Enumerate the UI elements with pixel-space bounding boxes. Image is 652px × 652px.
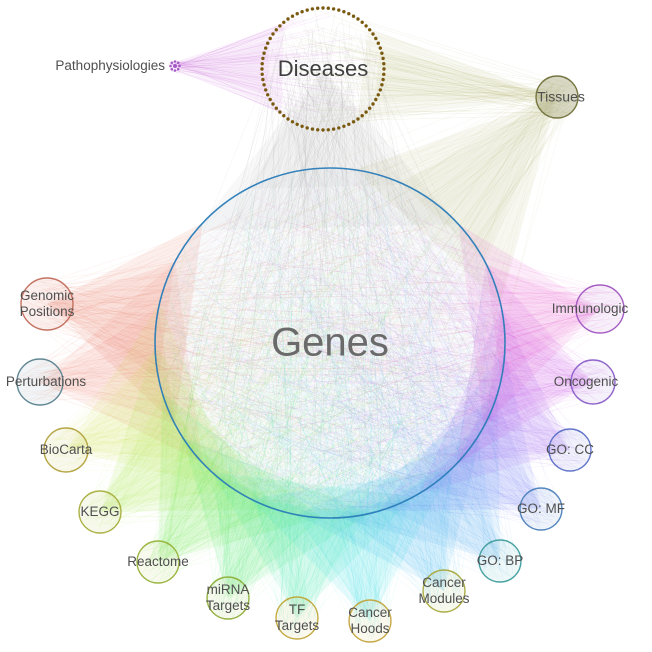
edge-fibers-genes-go-mf — [161, 179, 561, 529]
node-label-pathophysiologies[interactable]: Pathophysiologies — [55, 58, 165, 74]
node-circle-diseases[interactable] — [260, 6, 386, 132]
node-circle-genomic-positions[interactable] — [20, 277, 74, 331]
node-label-genes[interactable]: Genes — [271, 320, 389, 365]
edge-wash-genes-go-mf — [379, 351, 541, 511]
edge-wash-genes-tf-targets — [252, 499, 369, 618]
node-label-diseases[interactable]: Diseases — [277, 56, 369, 82]
node-label-kegg[interactable]: KEGG — [80, 504, 120, 520]
node-circle-cancer-hoods[interactable] — [348, 599, 392, 643]
edge-fibers-genes-genomic-positions — [23, 188, 484, 518]
edge-wash-diseases-pathophysiologies — [175, 40, 270, 96]
edge-wash-genes-diseases — [247, 69, 405, 189]
node-label-go-mf[interactable]: GO: MF — [517, 501, 565, 517]
node-circle-reactome[interactable] — [136, 540, 180, 584]
edge-fibers-genes-perturbations — [18, 174, 497, 510]
edge-wash-genes-cancer-hoods — [249, 469, 451, 621]
edge-wash-genes-cancer-hoods — [295, 497, 412, 621]
node-circle-genes[interactable] — [154, 167, 506, 519]
node-circle-go-cc[interactable] — [548, 428, 592, 472]
node-label-cancer-hoods[interactable]: Cancer Hoods — [348, 605, 392, 636]
node-circle-cancer-modules[interactable] — [422, 569, 466, 613]
edge-wash-genes-cancer-modules — [297, 429, 482, 591]
edge-wash-genes-perturbations — [40, 307, 175, 423]
edge-fibers-genes-biocarta — [44, 174, 503, 512]
edge-fibers-genes-diseases — [162, 9, 503, 513]
node-label-go-cc[interactable]: GO: CC — [545, 442, 595, 458]
node-circle-tf-targets[interactable] — [275, 596, 319, 640]
edge-wash-genes-go-cc — [456, 356, 570, 464]
edge-wash-genes-go-bp — [385, 437, 500, 561]
edge-wash-genes-biocarta — [66, 302, 237, 491]
edge-wash-genes-kegg — [100, 345, 276, 512]
edge-fibers-genes-cancer-hoods — [161, 171, 493, 640]
edge-wash-genes-reactome — [158, 436, 275, 562]
node-circle-biocarta[interactable] — [43, 427, 89, 473]
edge-wash-genes-reactome — [158, 392, 322, 562]
edge-fibers-genes-kegg — [82, 172, 505, 533]
node-circle-kegg[interactable] — [78, 490, 122, 534]
node-circle-oncogenic[interactable] — [570, 359, 616, 405]
node-label-perturbations[interactable]: Perturbations — [5, 374, 87, 390]
edge-wash-genes-biocarta — [66, 350, 200, 460]
edge-wash-genes-tf-targets — [212, 472, 414, 618]
edge-wash-genes-immunologic — [486, 264, 600, 381]
node-label-tf-targets[interactable]: TF Targets — [274, 602, 320, 633]
edge-wash-genes-perturbations — [40, 261, 203, 463]
edge-fibers-genes-cancer-modules — [168, 171, 495, 610]
edge-fibers-genes-oncogenic — [162, 180, 614, 510]
edge-fibers-genes-mirna-targets — [169, 184, 496, 618]
node-label-go-bp[interactable]: GO: BP — [476, 553, 524, 569]
node-label-genomic-positions[interactable]: Genomic Positions — [19, 288, 75, 319]
edge-wash-genes-tissues — [400, 97, 557, 260]
edge-wash-genes-oncogenic — [484, 309, 593, 426]
node-circle-pathophysiologies[interactable] — [169, 60, 181, 72]
edge-wash-diseases-tissues — [373, 48, 557, 103]
edge-wash-genes-mirna-targets — [182, 437, 372, 598]
edge-fibers-genes-reactome — [137, 181, 498, 583]
edge-wash-genes-genomic-positions — [47, 222, 203, 425]
node-label-cancer-modules[interactable]: Cancer Modules — [418, 575, 470, 606]
edge-wash-genes-diseases — [195, 69, 459, 231]
edge-wash-genes-go-bp — [337, 392, 500, 561]
node-circle-tissues[interactable] — [535, 75, 579, 119]
node-label-biocarta[interactable]: BioCarta — [39, 442, 93, 458]
edge-wash-diseases-tissues — [357, 28, 557, 120]
edge-wash-genes-go-mf — [423, 399, 541, 509]
node-label-oncogenic[interactable]: Oncogenic — [553, 374, 619, 390]
edge-fibers-genes-immunologic — [164, 170, 624, 510]
node-label-immunologic[interactable]: Immunologic — [551, 301, 629, 317]
node-circle-perturbations[interactable] — [16, 358, 64, 406]
edge-fibers-diseases-pathophysiologies — [168, 11, 382, 125]
edge-fibers-diseases-tissues — [270, 8, 576, 127]
edge-fibers-genes-tissues — [160, 77, 577, 514]
node-label-reactome[interactable]: Reactome — [127, 554, 189, 570]
edge-wash-genes-tissues — [355, 97, 557, 304]
node-circle-go-bp[interactable] — [478, 539, 522, 583]
node-circle-immunologic[interactable] — [575, 284, 625, 334]
edge-fibers-genes-go-bp — [166, 185, 520, 581]
edge-wash-genes-immunologic — [458, 224, 600, 427]
edge-wash-diseases-pathophysiologies — [175, 22, 284, 114]
node-circle-mirna-targets[interactable] — [206, 576, 250, 620]
edge-wash-genes-cancer-modules — [345, 468, 453, 591]
edge-fibers-genes-go-cc — [167, 176, 590, 506]
edge-wash-genes-kegg — [100, 393, 232, 512]
node-circle-go-mf[interactable] — [519, 487, 563, 531]
node-label-mirna-targets[interactable]: miRNA Targets — [205, 582, 251, 613]
node-label-tissues[interactable]: Tissues — [537, 88, 585, 105]
edge-wash-genes-genomic-positions — [47, 262, 175, 379]
edge-wash-genes-mirna-targets — [214, 474, 324, 598]
